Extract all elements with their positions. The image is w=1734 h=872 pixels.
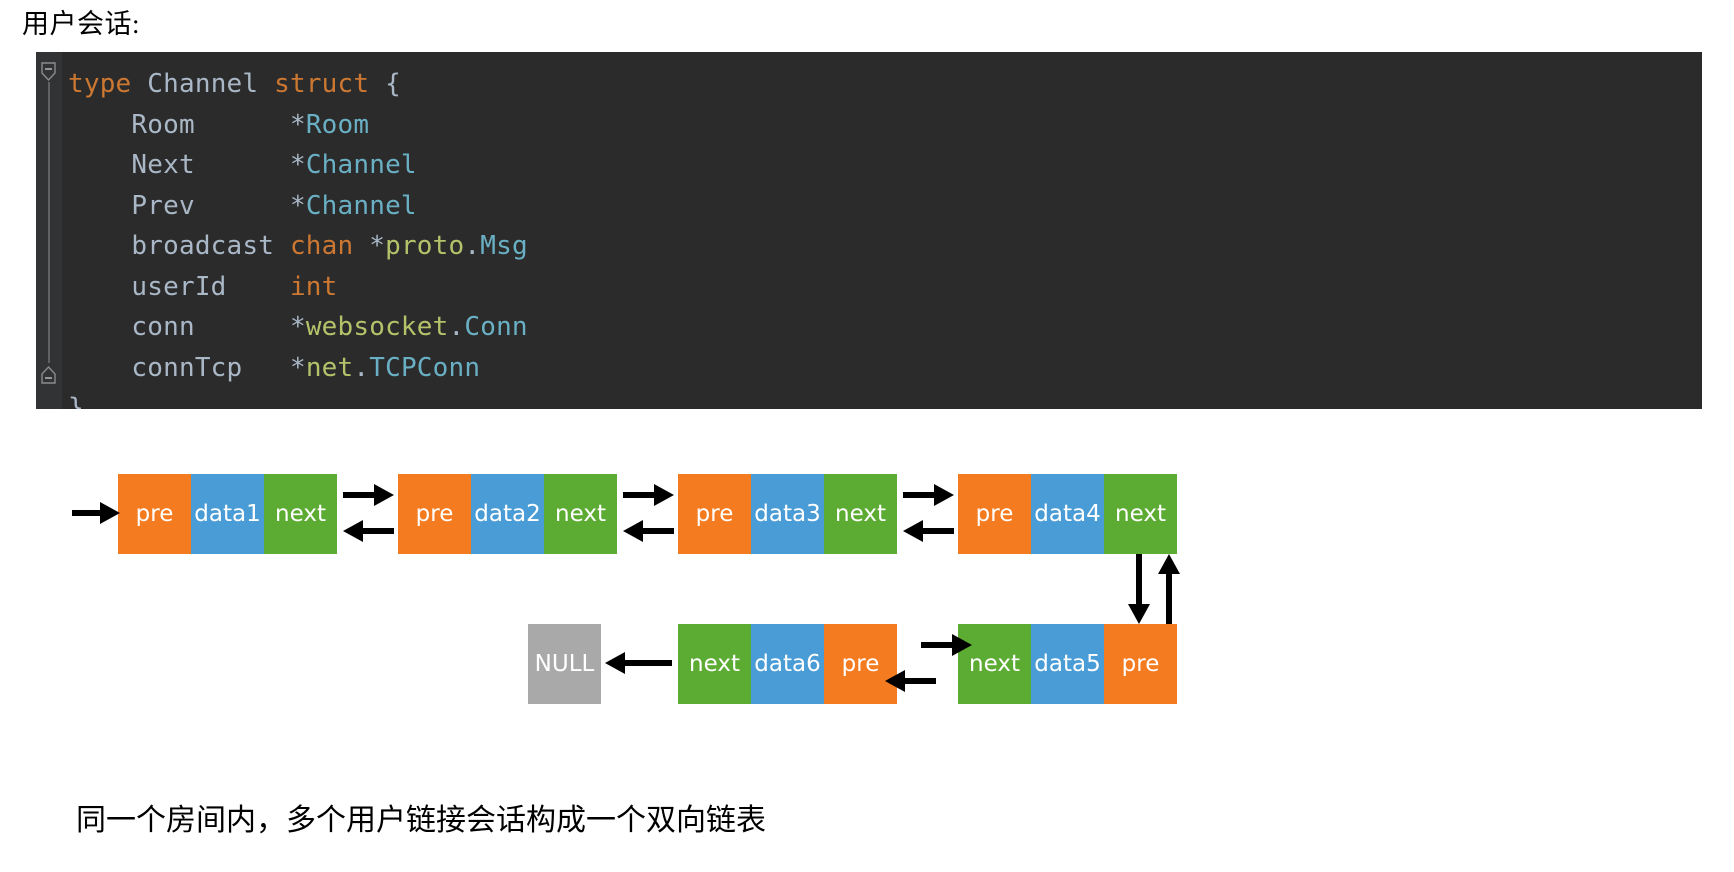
code-token: * xyxy=(289,109,306,140)
arrow-prev-2-head xyxy=(623,520,643,542)
cell-data5: data5 xyxy=(1031,624,1104,704)
code-token: . xyxy=(464,231,481,261)
code-line: userId int xyxy=(68,267,1702,308)
arrow-next-5-head xyxy=(952,634,972,656)
arrow-entry-head xyxy=(100,502,120,524)
code-token: Room xyxy=(68,109,290,140)
cell-next: next xyxy=(264,474,337,554)
code-line: Next *Channel xyxy=(68,145,1702,186)
code-token: { xyxy=(369,69,401,99)
arrow-next-3-head xyxy=(934,484,954,506)
cell-pre: pre xyxy=(824,624,897,704)
code-token: type xyxy=(68,69,148,99)
code-gutter[interactable] xyxy=(36,52,62,409)
code-token: proto xyxy=(385,231,465,261)
arrow-next-1-head xyxy=(374,484,394,506)
cell-null: NULL xyxy=(528,624,601,704)
cell-pre: pre xyxy=(398,474,471,554)
cell-pre: pre xyxy=(678,474,751,554)
cell-data2: data2 xyxy=(471,474,544,554)
arrow-to-null xyxy=(623,660,672,666)
code-token: userId xyxy=(68,271,290,302)
code-token: int xyxy=(289,271,338,302)
code-token: net xyxy=(305,352,354,383)
cell-next: next xyxy=(678,624,751,704)
cell-pre: pre xyxy=(958,474,1031,554)
code-line: Prev *Channel xyxy=(68,186,1702,227)
cell-data1: data1 xyxy=(191,474,264,554)
code-line: conn *websocket.Conn xyxy=(68,307,1702,348)
code-token: broadcast xyxy=(68,231,290,261)
arrow-next-down xyxy=(1136,554,1142,606)
code-token: * xyxy=(289,312,306,342)
code-token: Prev xyxy=(68,190,290,221)
arrow-prev-2 xyxy=(641,528,674,534)
fold-guide-line xyxy=(48,82,50,363)
arrow-prev-up xyxy=(1166,572,1172,624)
code-token: conn xyxy=(68,312,290,342)
code-token: Msg xyxy=(480,231,528,261)
row2-node-1[interactable]: NULL xyxy=(528,624,601,704)
code-token: Conn xyxy=(464,312,528,342)
arrow-next-2-head xyxy=(654,484,674,506)
code-token: * xyxy=(289,150,306,180)
code-token: . xyxy=(448,312,465,342)
code-token: . xyxy=(353,352,370,383)
code-line: Room *Room xyxy=(68,105,1702,146)
cell-data4: data4 xyxy=(1031,474,1104,554)
page-title: 用户会话: xyxy=(22,9,141,39)
cell-pre: pre xyxy=(118,474,191,554)
code-line: } xyxy=(68,388,1702,409)
code-text[interactable]: type Channel struct { Room *Room Next *C… xyxy=(62,52,1702,409)
fold-open-icon[interactable] xyxy=(41,62,56,82)
arrow-next-2 xyxy=(623,492,656,498)
code-token: * xyxy=(353,231,386,261)
code-token: Channel xyxy=(147,69,275,99)
arrow-prev-3-head xyxy=(903,520,923,542)
arrow-entry xyxy=(72,510,102,516)
arrow-prev-3 xyxy=(921,528,954,534)
arrow-prev-5 xyxy=(903,678,936,684)
cell-next: next xyxy=(824,474,897,554)
cell-data3: data3 xyxy=(751,474,824,554)
arrow-prev-1 xyxy=(361,528,394,534)
code-token: * xyxy=(289,352,306,383)
code-token: Room xyxy=(305,109,370,140)
diagram-caption: 同一个房间内，多个用户链接会话构成一个双向链表 xyxy=(76,804,766,837)
code-line: broadcast chan *proto.Msg xyxy=(68,226,1702,267)
code-token: chan xyxy=(289,231,354,261)
arrow-next-down-head xyxy=(1128,604,1150,624)
arrow-prev-up-head xyxy=(1158,554,1180,574)
code-token: struct xyxy=(274,69,370,99)
cell-pre: pre xyxy=(1104,624,1177,704)
cell-next: next xyxy=(544,474,617,554)
arrow-next-5 xyxy=(921,642,954,648)
fold-close-icon[interactable] xyxy=(41,365,56,385)
code-token: * xyxy=(289,190,306,221)
code-block: type Channel struct { Room *Room Next *C… xyxy=(36,52,1702,409)
code-token: connTcp xyxy=(68,352,290,383)
arrow-to-null-head xyxy=(605,652,625,674)
code-line: type Channel struct { xyxy=(68,64,1702,105)
code-token: Channel xyxy=(305,150,417,180)
code-token: websocket xyxy=(305,312,449,342)
code-token: Channel xyxy=(305,190,417,221)
cell-data6: data6 xyxy=(751,624,824,704)
code-token: Next xyxy=(68,150,290,180)
code-line: connTcp *net.TCPConn xyxy=(68,348,1702,389)
code-token: } xyxy=(68,393,84,409)
arrow-next-3 xyxy=(903,492,936,498)
code-token: TCPConn xyxy=(369,352,481,383)
arrow-next-1 xyxy=(343,492,376,498)
cell-next: next xyxy=(1104,474,1177,554)
arrow-prev-1-head xyxy=(343,520,363,542)
arrow-prev-5-head xyxy=(885,670,905,692)
